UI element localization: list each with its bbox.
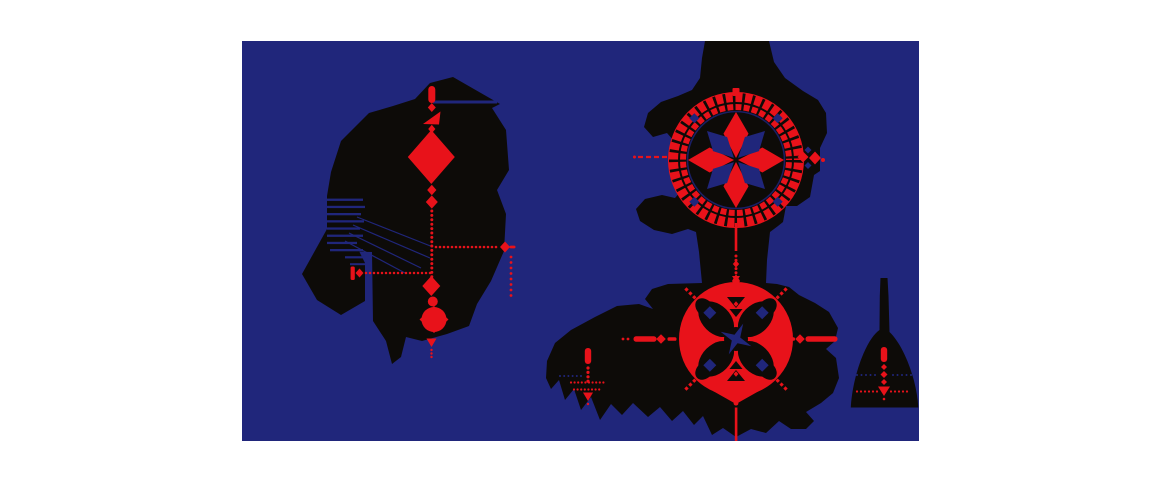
- dome-chain: [855, 347, 909, 401]
- top-rosette: [633, 88, 825, 282]
- bottom-rosette: [621, 274, 838, 441]
- blue-figure-decor: [327, 100, 912, 377]
- left-dotted-rays: [350, 241, 516, 297]
- left-diamond-chain: [407, 86, 455, 359]
- bird-chain: [569, 348, 605, 406]
